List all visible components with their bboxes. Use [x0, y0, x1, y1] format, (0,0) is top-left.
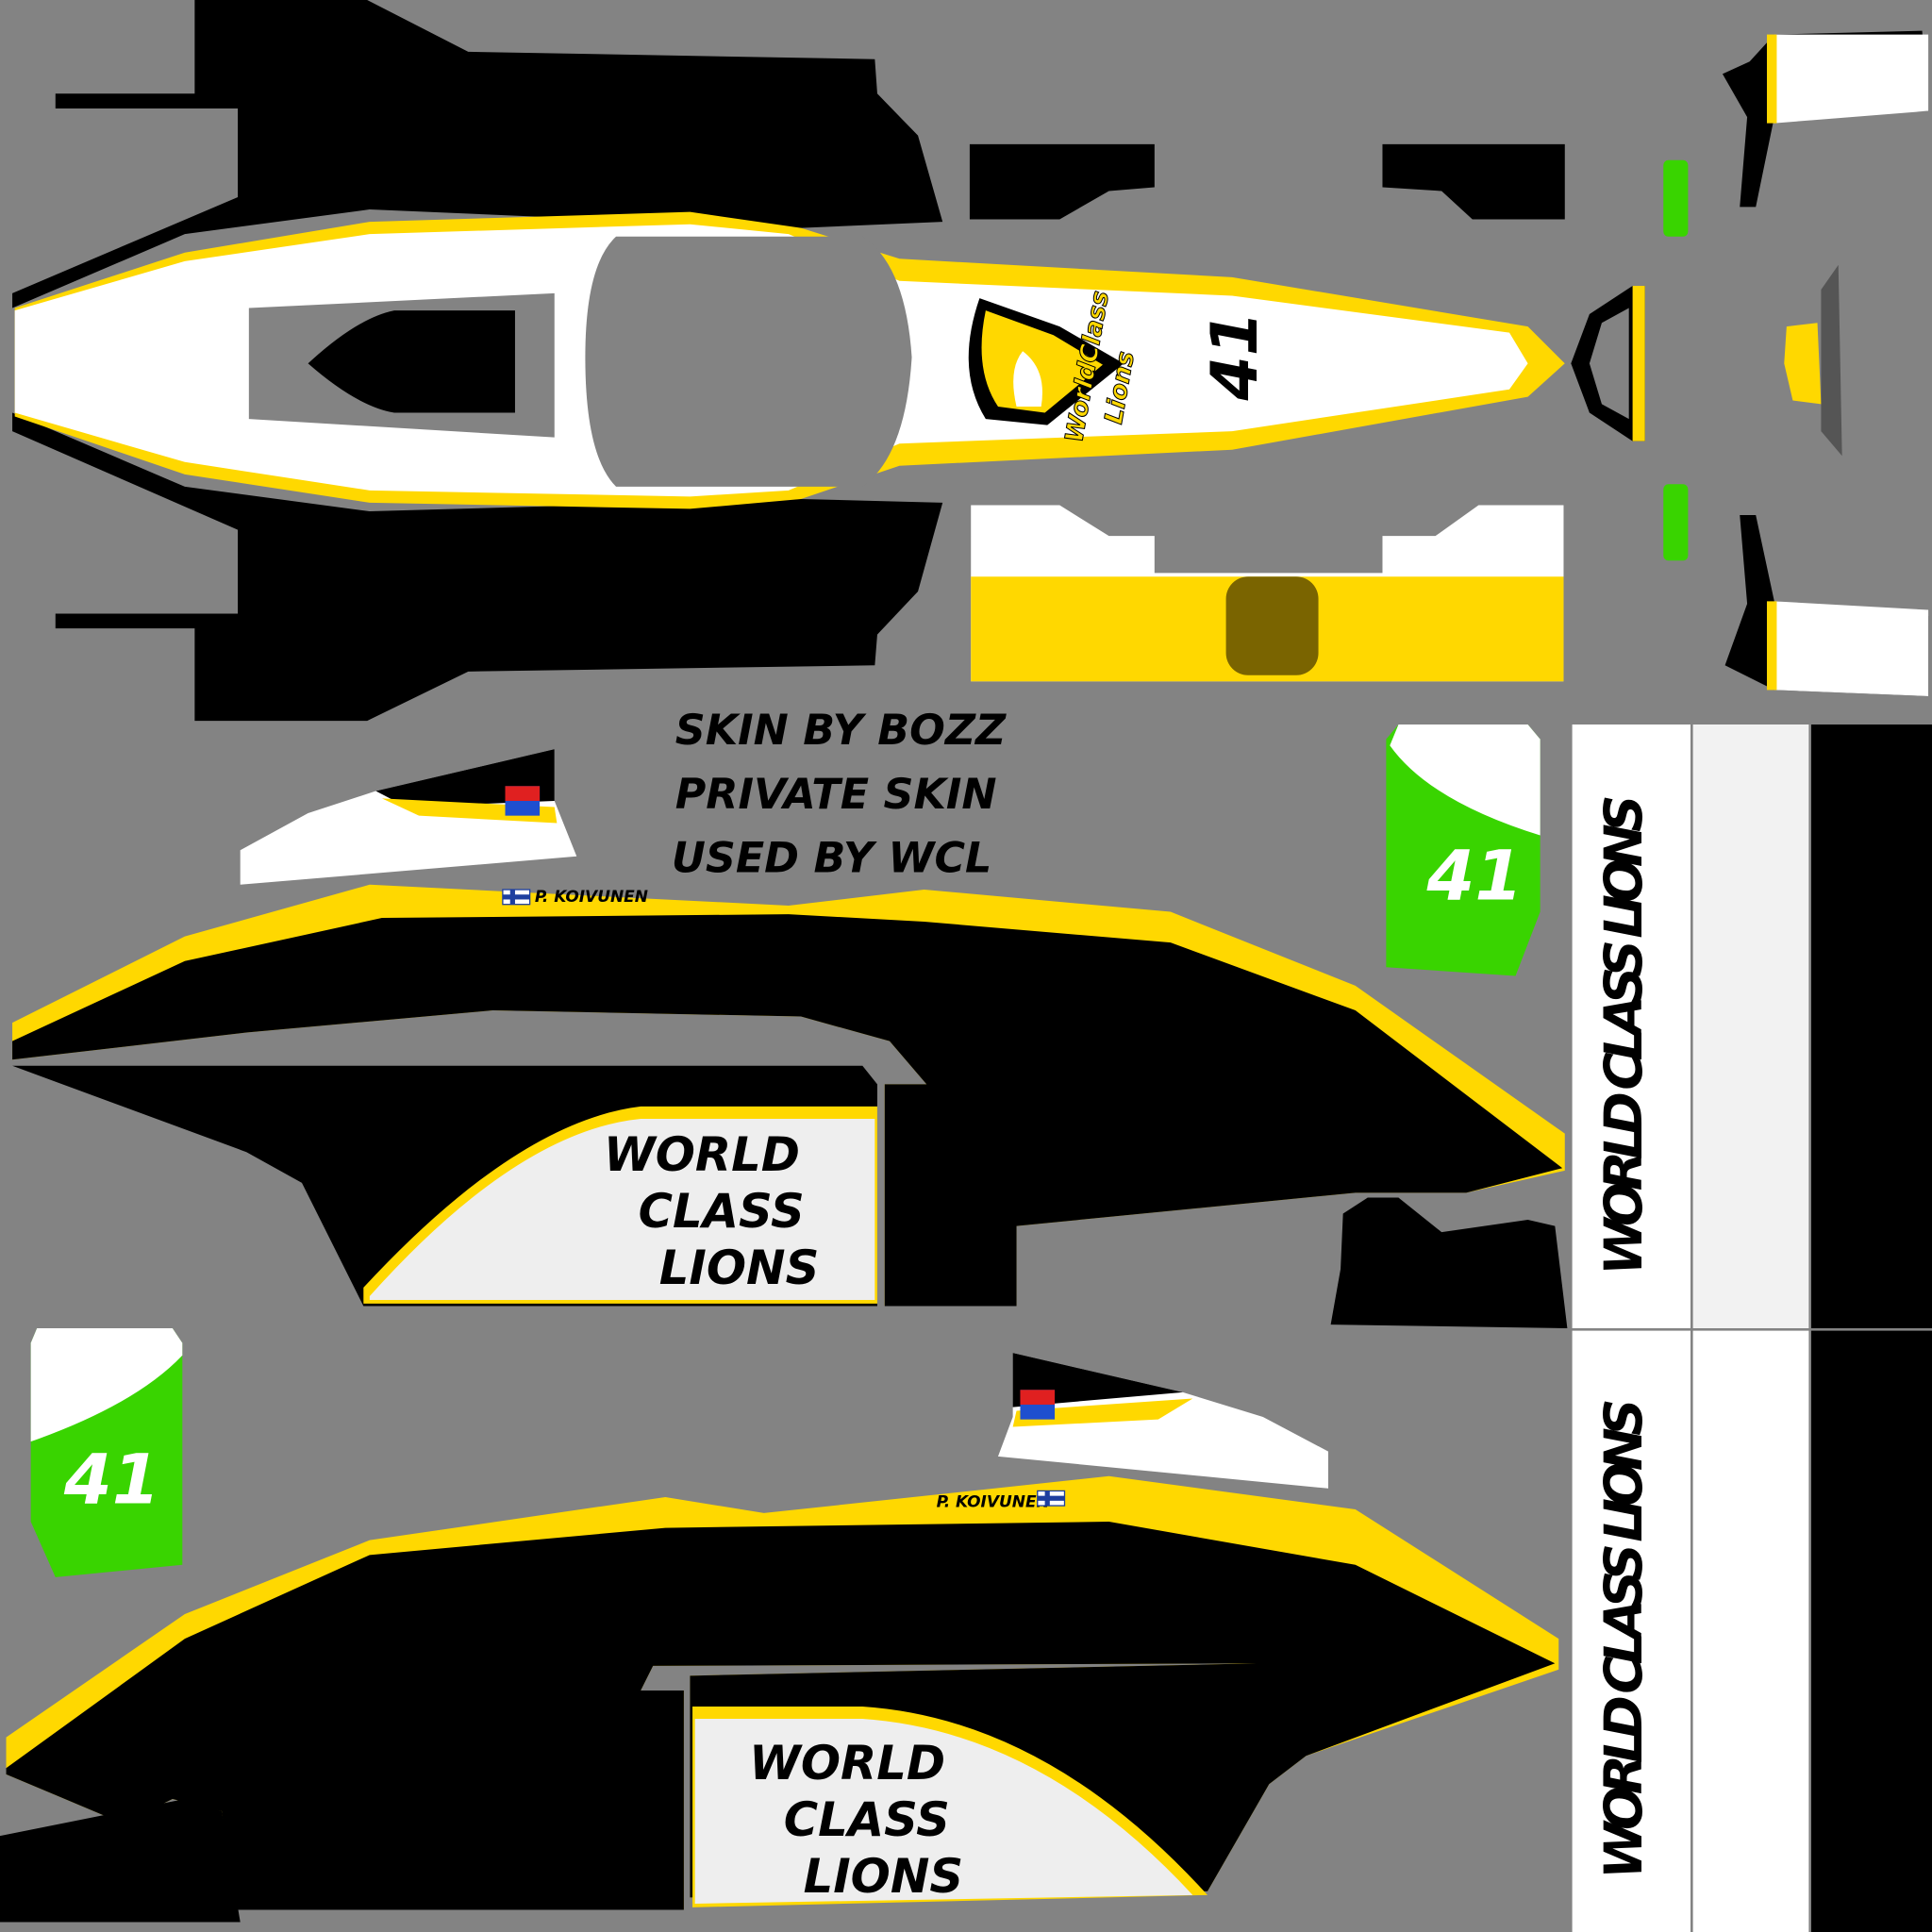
side-panel-right: P. KOIVUNEN WORLD CLASS LIONS	[0, 1353, 1559, 1923]
team-logo: WorldClass Lions	[968, 289, 1141, 445]
number-panel-2: 41	[30, 1328, 183, 1577]
team-line: CLASS	[639, 1184, 805, 1239]
team-banner-vertical: WORLD CLASS LIONS	[1593, 1398, 1654, 1878]
wing-parts	[969, 30, 1929, 696]
driver-name: P. KOIVUNEN	[535, 888, 648, 907]
driver-name: P. KOIVUNEN	[937, 1492, 1050, 1511]
car-number-panel: 41	[1425, 836, 1523, 916]
team-banner-vertical: WORLD CLASS LIONS	[1593, 794, 1654, 1274]
number-panel-1: 41	[1386, 724, 1541, 976]
credit-line: USED BY WCL	[672, 835, 991, 883]
team-line: CLASS	[784, 1792, 950, 1847]
team-line: LIONS	[659, 1241, 820, 1295]
credits-block: SKIN BY BOZZ PRIVATE SKIN USED BY WCL	[672, 707, 1007, 883]
team-line: WORLD	[604, 1127, 800, 1182]
side-panel-left: P. KOIVUNEN WORLD CLASS LIONS	[12, 749, 1568, 1328]
car-number-top: 41	[1198, 311, 1273, 402]
car-number-panel: 41	[63, 1440, 160, 1520]
team-line: WORLD	[749, 1736, 945, 1790]
banner-strips: WORLD CLASS LIONS WORLD CLASS LIONS	[1572, 724, 1932, 1932]
top-chassis: WorldClass Lions 41	[12, 0, 1565, 722]
team-line: LIONS	[804, 1849, 964, 1904]
credit-line: PRIVATE SKIN	[675, 771, 997, 819]
credit-line: SKIN BY BOZZ	[675, 707, 1007, 755]
